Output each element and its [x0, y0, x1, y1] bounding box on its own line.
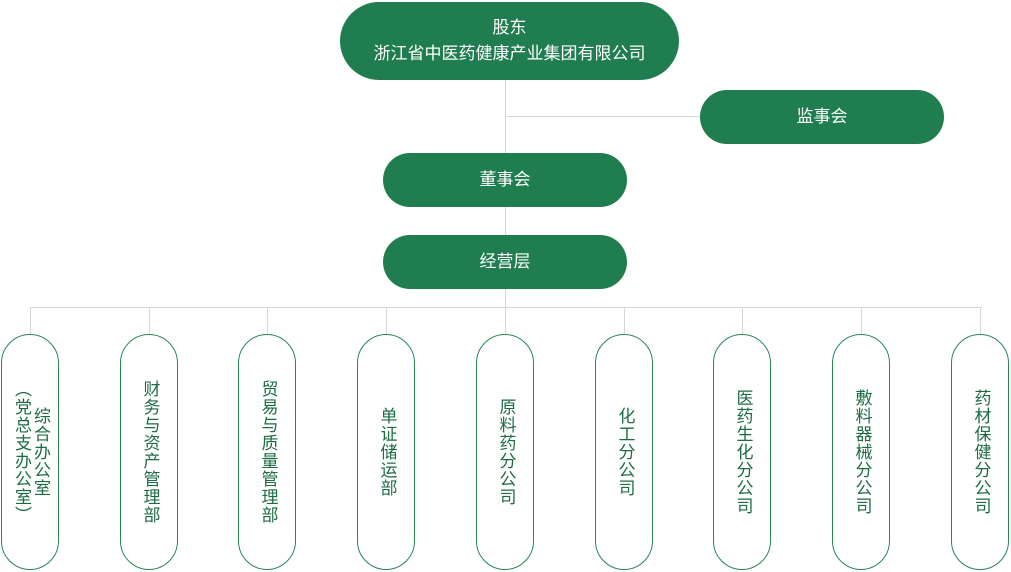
trunk-line-mid: [505, 207, 506, 235]
shareholder-company: 浙江省中医药健康产业集团有限公司: [373, 44, 646, 64]
unit-label: 药材保健分公司: [970, 389, 991, 515]
unit-chemical-branch: 化工分公司: [595, 334, 653, 570]
unit-drop-line: [980, 307, 981, 334]
unit-documents-logistics: 单证储运部: [357, 334, 415, 570]
supervisors-node: 监事会: [700, 90, 944, 144]
unit-drop-line: [386, 307, 387, 334]
board-node: 董事会: [383, 153, 627, 207]
unit-drop-line: [742, 307, 743, 334]
management-node: 经营层: [383, 235, 627, 289]
management-label: 经营层: [479, 252, 531, 272]
unit-finance-asset: 财务与资产管理部: [120, 334, 178, 570]
board-label: 董事会: [479, 170, 531, 190]
supervisors-label: 监事会: [796, 107, 848, 127]
unit-label: 化工分公司: [614, 407, 635, 497]
unit-label: 财务与资产管理部: [139, 380, 160, 524]
unit-label: 单证储运部: [376, 407, 397, 497]
unit-api-branch: 原料药分公司: [476, 334, 534, 570]
unit-drop-line: [861, 307, 862, 334]
trunk-line-bottom: [505, 289, 506, 307]
unit-drop-line: [624, 307, 625, 334]
unit-drop-line: [30, 307, 31, 334]
unit-herbal-health-branch: 药材保健分公司: [951, 334, 1009, 570]
unit-general-office: 综合办公室 （党总支办公室）: [1, 334, 59, 570]
unit-drop-line: [267, 307, 268, 334]
unit-label: 敷料器械分公司: [851, 389, 872, 515]
units-horizontal-line: [30, 307, 982, 308]
unit-drop-line: [149, 307, 150, 334]
unit-label: 贸易与质量管理部: [257, 380, 278, 524]
unit-sublabel: （党总支办公室）: [11, 380, 31, 524]
supervisor-branch-line: [505, 116, 700, 117]
shareholder-node: 股东 浙江省中医药健康产业集团有限公司: [340, 2, 679, 80]
unit-label: 医药生化分公司: [732, 389, 753, 515]
unit-drop-line: [505, 307, 506, 334]
unit-dressing-device-branch: 敷料器械分公司: [832, 334, 890, 570]
unit-label: 综合办公室: [30, 407, 50, 497]
shareholder-label: 股东: [492, 18, 527, 38]
unit-trade-quality: 贸易与质量管理部: [238, 334, 296, 570]
unit-biochem-branch: 医药生化分公司: [713, 334, 771, 570]
unit-label: 原料药分公司: [495, 398, 516, 506]
